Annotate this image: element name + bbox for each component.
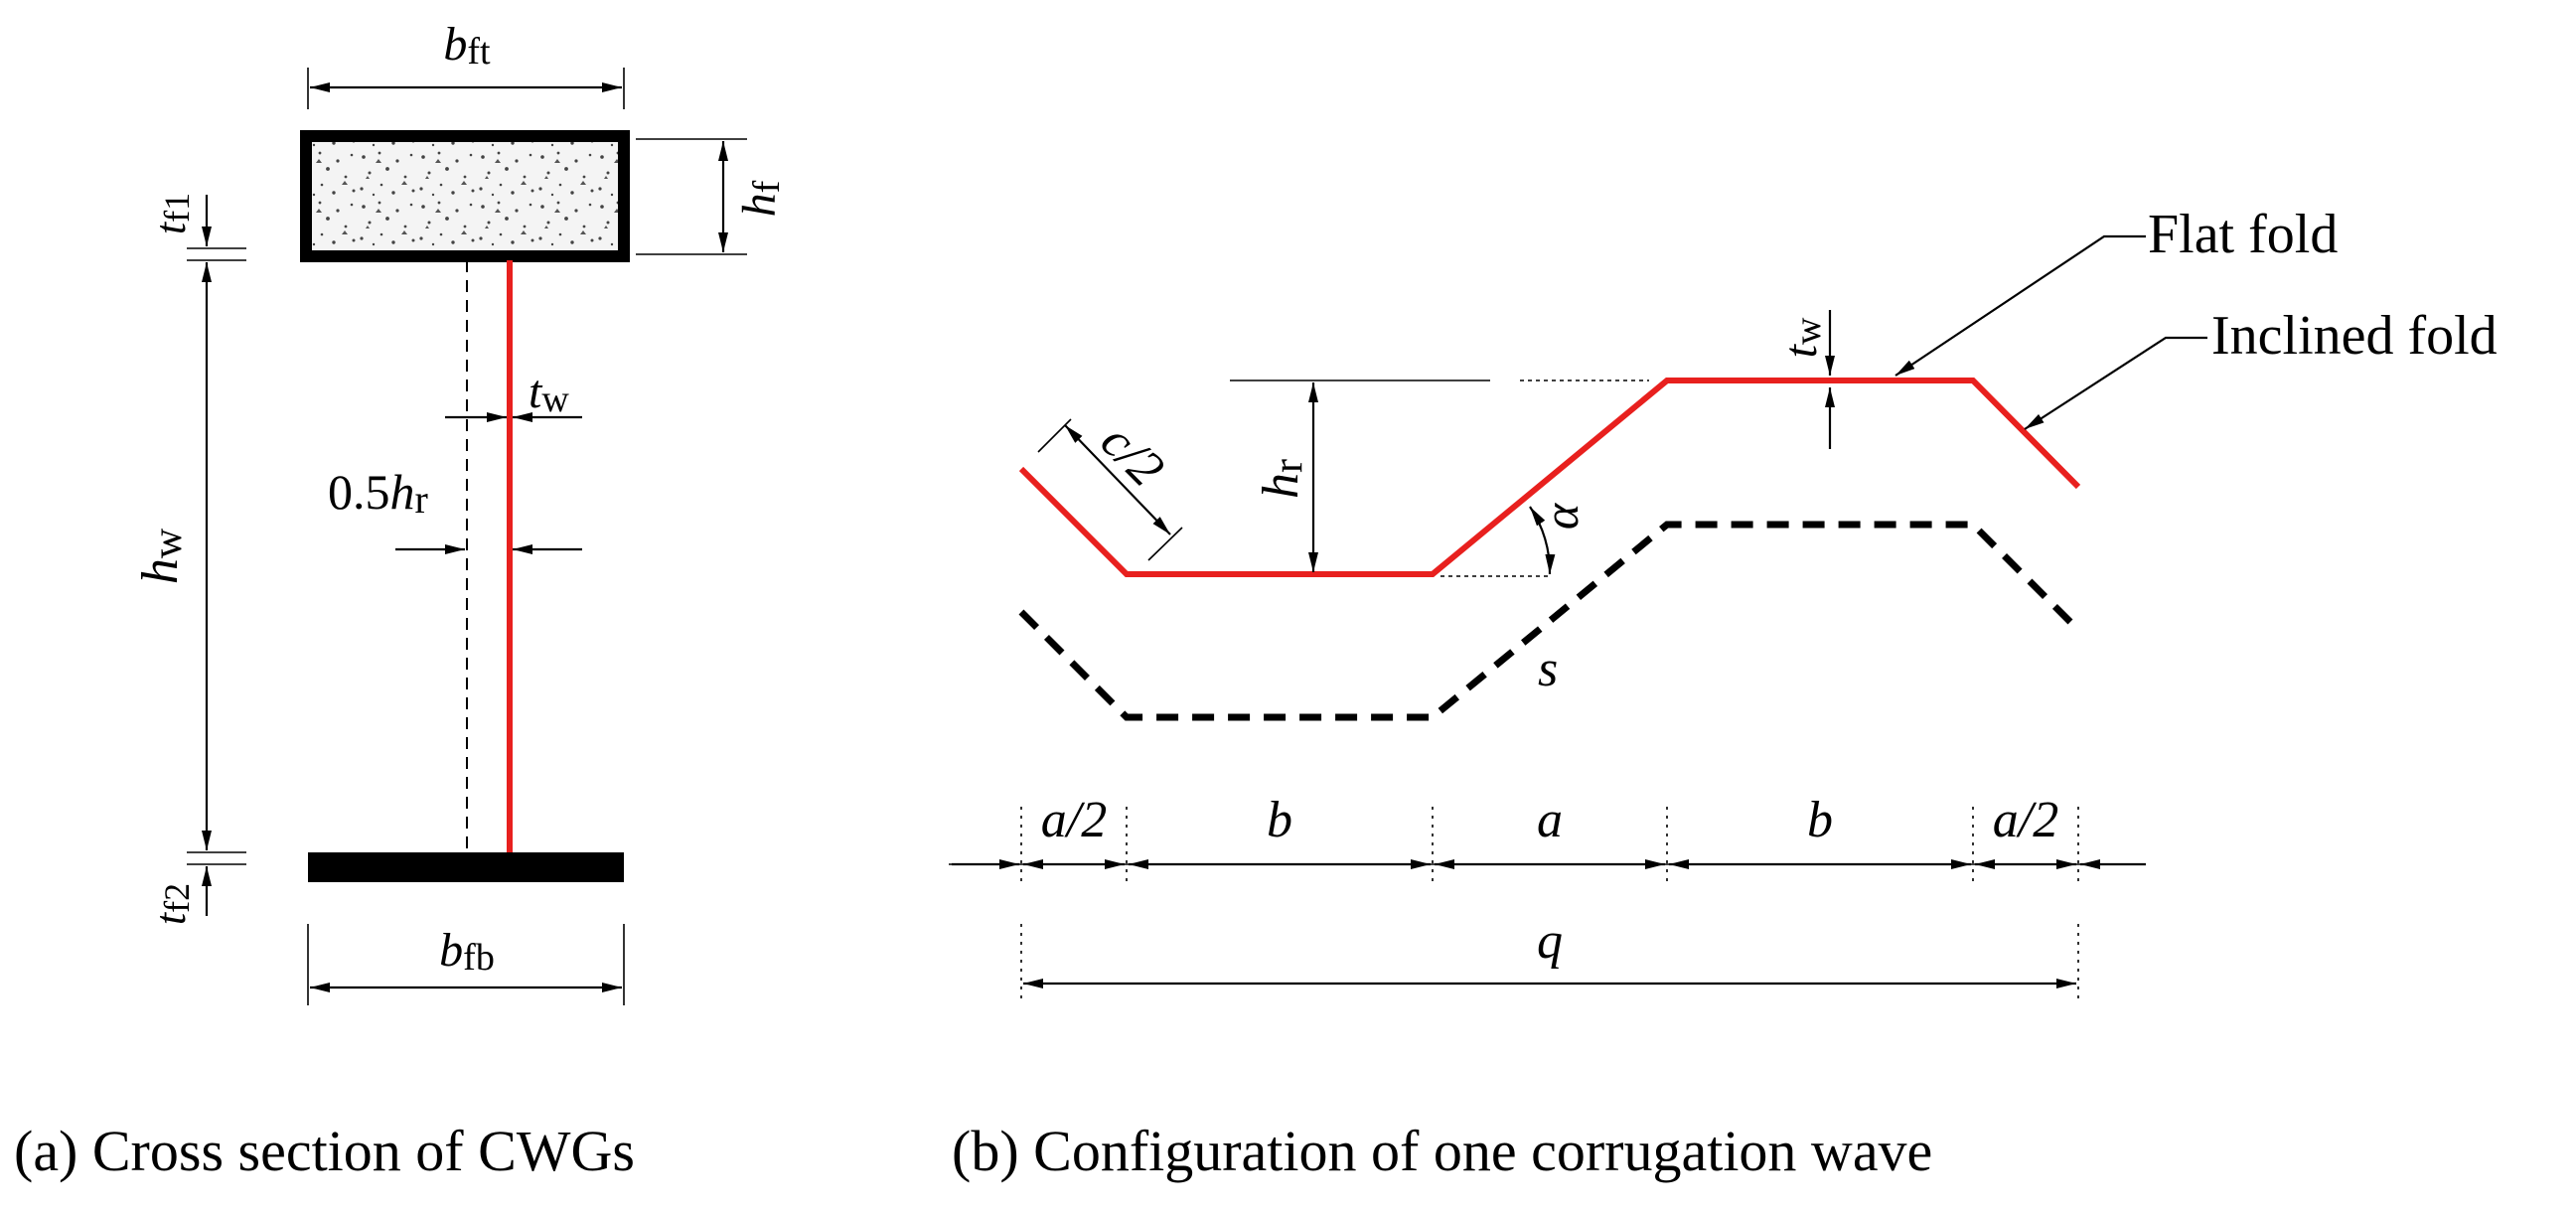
label-inclined-fold: Inclined fold (2211, 305, 2498, 367)
angle-alpha-arc (1529, 506, 1556, 575)
label-b-right: b (1807, 792, 1833, 848)
top-flange-concrete (300, 130, 630, 262)
label-t-w-b: tw (1774, 317, 1829, 358)
caption-b: (b) Configuration of one corrugation wav… (952, 1119, 1932, 1183)
label-b-ft: bft (443, 18, 491, 73)
dashed-centerline-profile (1018, 521, 2081, 721)
label-b-left: b (1267, 792, 1292, 848)
label-alpha: α (1533, 502, 1589, 530)
bottom-flange (308, 852, 624, 882)
label-b-fb: bfb (439, 924, 495, 979)
label-half-hr: 0.5hr (328, 464, 428, 522)
dim-c-half (1064, 424, 1171, 535)
label-flat-fold: Flat fold (2148, 204, 2338, 265)
label-c-half: c/2 (1090, 413, 1174, 498)
panel-b-corrugation: hr c/2 α s tw Flat fold Inclined fold (949, 204, 2498, 1183)
label-t-w: tw (529, 366, 569, 420)
label-q: q (1537, 913, 1563, 970)
label-t-f2: tf2 (146, 883, 197, 925)
caption-a: (a) Cross section of CWGs (14, 1119, 635, 1183)
label-a-half-left: a/2 (1041, 792, 1107, 848)
label-a-half-right: a/2 (1993, 792, 2058, 848)
label-h-r: hr (1253, 459, 1311, 499)
panel-a-cross-section: bft hf tf1 hw tf2 bfb tw 0.5hr (a) Cross (14, 18, 788, 1183)
label-h-w: hw (132, 528, 191, 584)
label-h-f: hf (733, 180, 788, 217)
label-s: s (1538, 641, 1558, 697)
label-t-f1: tf1 (146, 193, 197, 234)
label-a-mid: a (1537, 792, 1563, 848)
web-profile (1018, 378, 2081, 577)
